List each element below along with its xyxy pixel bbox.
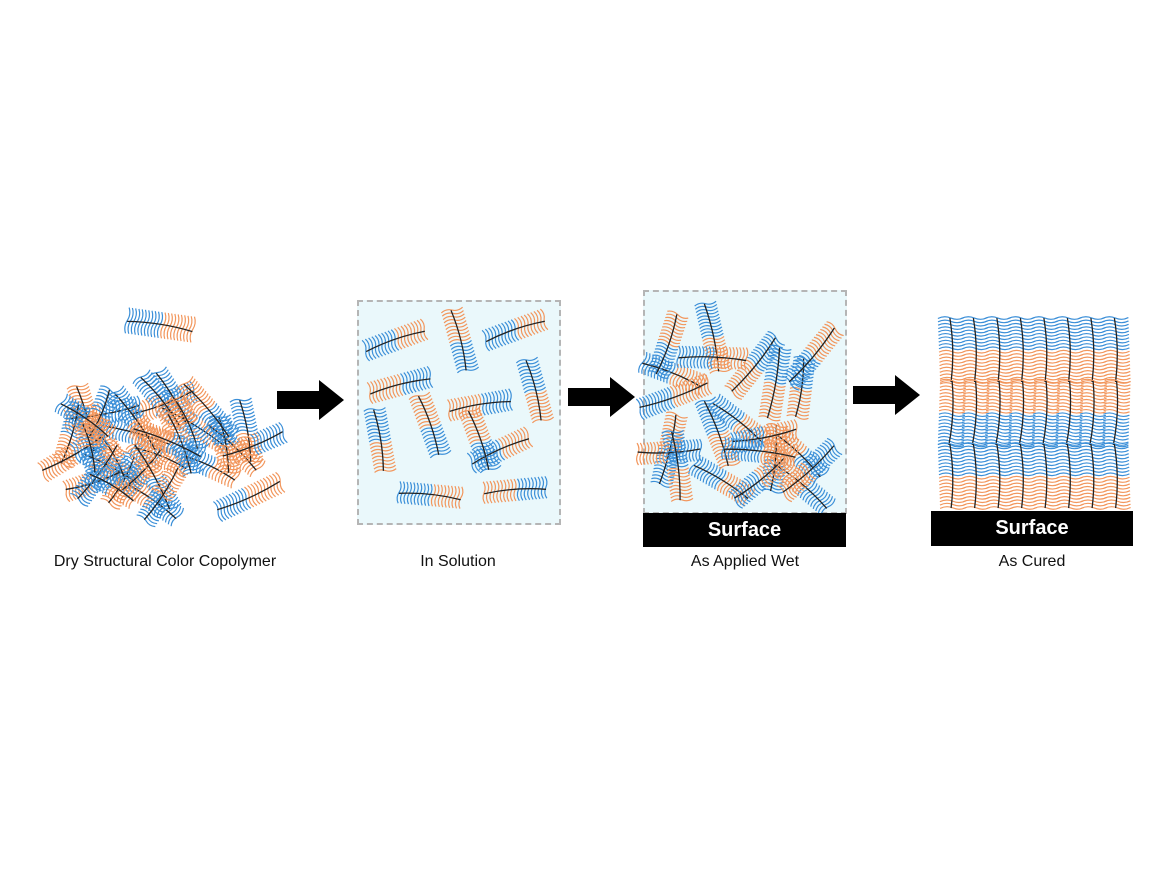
dry-copolymer bbox=[218, 421, 288, 469]
dry-copolymer bbox=[213, 471, 286, 522]
cured-copolymer bbox=[1031, 442, 1061, 510]
solvated-copolymer bbox=[408, 391, 452, 459]
wet-copolymer bbox=[694, 396, 741, 470]
cured-copolymer bbox=[961, 316, 990, 384]
dry-copolymer bbox=[129, 417, 207, 466]
cured-copolymer bbox=[1008, 316, 1037, 384]
wet-copolymer bbox=[676, 345, 749, 370]
process-arrow-icon bbox=[568, 377, 635, 417]
cured-copolymer bbox=[984, 316, 1014, 384]
wet-copolymer bbox=[661, 429, 694, 502]
cured-copolymer bbox=[1008, 378, 1037, 448]
solvated-copolymer bbox=[515, 356, 555, 424]
dry-copolymer bbox=[62, 462, 124, 503]
wet-copolymer bbox=[635, 373, 713, 421]
solvated-copolymer bbox=[363, 407, 397, 473]
cured-copolymer bbox=[1055, 442, 1084, 510]
dry-copolymer bbox=[84, 463, 141, 509]
wet-copolymer bbox=[782, 321, 844, 391]
dry-copolymer bbox=[136, 462, 188, 528]
single-copolymer bbox=[124, 307, 196, 343]
surface-label: Surface bbox=[995, 517, 1069, 539]
cured-copolymer bbox=[1031, 378, 1061, 448]
cured-copolymer bbox=[1102, 316, 1131, 384]
solvated-copolymer bbox=[396, 481, 464, 509]
wet-copolymer bbox=[694, 300, 732, 374]
stage-label-cured: As Cured bbox=[998, 553, 1066, 570]
surface-substrate-cured: Surface bbox=[931, 511, 1133, 546]
dry-copolymer bbox=[54, 393, 117, 445]
cured-copolymer bbox=[984, 442, 1014, 510]
stage-label-solution: In Solution bbox=[420, 553, 496, 570]
dry-copolymer bbox=[72, 420, 108, 476]
cured-copolymer bbox=[1078, 316, 1108, 384]
cured-copolymer bbox=[1055, 316, 1084, 384]
cured-copolymer bbox=[937, 378, 967, 448]
solvated-copolymer bbox=[458, 406, 502, 474]
solvated-copolymer bbox=[366, 365, 434, 405]
cured-copolymer bbox=[1055, 378, 1084, 448]
cured-copolymer bbox=[1008, 442, 1037, 510]
surface-label: Surface bbox=[707, 518, 782, 541]
dry-copolymer bbox=[175, 376, 240, 443]
surface-substrate-wet: Surface bbox=[643, 513, 846, 547]
cured-copolymer bbox=[1102, 442, 1131, 510]
solvated-copolymer bbox=[447, 388, 513, 422]
process-arrow-icon bbox=[853, 375, 920, 415]
process-arrow-icon bbox=[277, 380, 344, 420]
solvated-copolymer bbox=[481, 308, 549, 352]
stage-label-dry: Dry Structural Color Copolymer bbox=[53, 553, 277, 570]
cured-copolymer bbox=[961, 378, 990, 448]
wet-copolymer bbox=[647, 310, 689, 379]
cured-copolymer bbox=[937, 442, 967, 510]
cured-copolymer bbox=[984, 378, 1014, 448]
cured-copolymer bbox=[937, 316, 967, 384]
solvated-copolymer bbox=[440, 306, 480, 374]
wet-copolymer bbox=[721, 437, 799, 467]
solvated-copolymer bbox=[482, 476, 548, 504]
cured-copolymer bbox=[1078, 378, 1108, 448]
stage-label-wet: As Applied Wet bbox=[690, 553, 800, 570]
solvated-copolymer bbox=[361, 318, 429, 362]
cured-copolymer bbox=[1031, 316, 1061, 384]
wet-copolymer bbox=[776, 437, 843, 503]
cured-copolymer bbox=[1078, 442, 1108, 510]
wet-copolymer bbox=[758, 344, 792, 422]
cured-copolymer bbox=[961, 442, 990, 510]
cured-copolymer bbox=[1102, 378, 1131, 448]
